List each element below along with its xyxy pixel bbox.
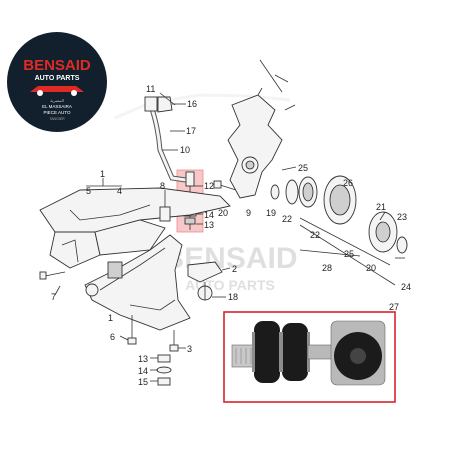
callout-labels: 1 1 2 3 4 5 6 7 8 9 10 11 12 13 13 14 14… [51, 84, 411, 387]
logo-tagline: AUTO PARTS [35, 75, 80, 82]
callout-27: 27 [389, 302, 399, 312]
callout-28: 28 [322, 263, 332, 273]
callout-1-arm: 1 [108, 313, 113, 323]
callout-23: 23 [397, 212, 407, 222]
callout-20-hub: 20 [366, 263, 376, 273]
callout-11: 11 [146, 84, 155, 94]
callout-22-circlip: 22 [282, 214, 292, 224]
callout-15: 15 [138, 377, 148, 387]
bar-bushing [144, 96, 158, 112]
washer-14 [156, 366, 172, 374]
nut-13 [157, 354, 171, 363]
callout-10: 10 [180, 145, 190, 155]
callout-9: 9 [246, 208, 251, 218]
callout-12: 12 [204, 181, 214, 191]
callout-25-top: 25 [298, 163, 308, 173]
callout-19: 19 [266, 208, 276, 218]
watermark-brand: BENSAID [162, 242, 297, 275]
callout-14-link: 14 [204, 210, 214, 220]
bushing-8 [159, 206, 171, 222]
callout-26: 26 [343, 178, 353, 188]
callout-8: 8 [160, 181, 165, 191]
callout-25-bottom: 25 [344, 249, 354, 259]
callout-18: 18 [228, 292, 238, 302]
subframe [39, 187, 231, 269]
arm-bushing [107, 261, 123, 279]
nut-15 [157, 377, 171, 386]
inset-bushing-upper [254, 321, 280, 383]
callout-13-link: 13 [204, 220, 214, 230]
bar-clamp [157, 96, 173, 113]
callout-3: 3 [187, 344, 192, 354]
callout-7: 7 [51, 292, 56, 302]
ball-joint [187, 261, 223, 301]
steering-knuckle [213, 87, 283, 199]
callout-14-washer: 14 [138, 366, 148, 376]
logo-line1: EL MASSAIRA [42, 104, 72, 109]
callout-4: 4 [117, 186, 122, 196]
callout-21: 21 [376, 202, 386, 212]
stabilizer-bar [114, 93, 291, 183]
inset-bushing-lower [282, 323, 308, 381]
callout-1-top: 1 [100, 169, 105, 179]
callout-5: 5 [86, 186, 91, 196]
logo-brand: BENSAID [23, 57, 91, 74]
callout-20-bolt: 20 [218, 208, 228, 218]
logo-line3: TANGIER [49, 117, 65, 121]
callout-6: 6 [110, 332, 115, 342]
car-silhouette-icon [30, 86, 84, 96]
leader-lines [54, 74, 386, 382]
callout-16: 16 [187, 99, 197, 109]
callout-22-bearing: 22 [310, 230, 320, 240]
hub-nut [396, 236, 408, 254]
callout-13-nut: 13 [138, 354, 148, 364]
callout-24: 24 [401, 282, 411, 292]
brand-logo: BENSAID AUTO PARTS المصرية EL MASSAIRA P… [7, 32, 107, 132]
inset-photo [223, 311, 396, 403]
hub-assembly [259, 59, 408, 286]
watermark: BENSAID AUTO PARTS [162, 242, 297, 293]
callout-17: 17 [186, 126, 196, 136]
logo-line2: PIECE AUTO [44, 110, 71, 115]
logo-badge [7, 32, 107, 132]
hardware-left [39, 190, 179, 386]
circlip [285, 179, 299, 205]
control-arm [84, 234, 191, 331]
callout-2: 2 [232, 264, 237, 274]
logo-arabic: المصرية [50, 98, 64, 103]
